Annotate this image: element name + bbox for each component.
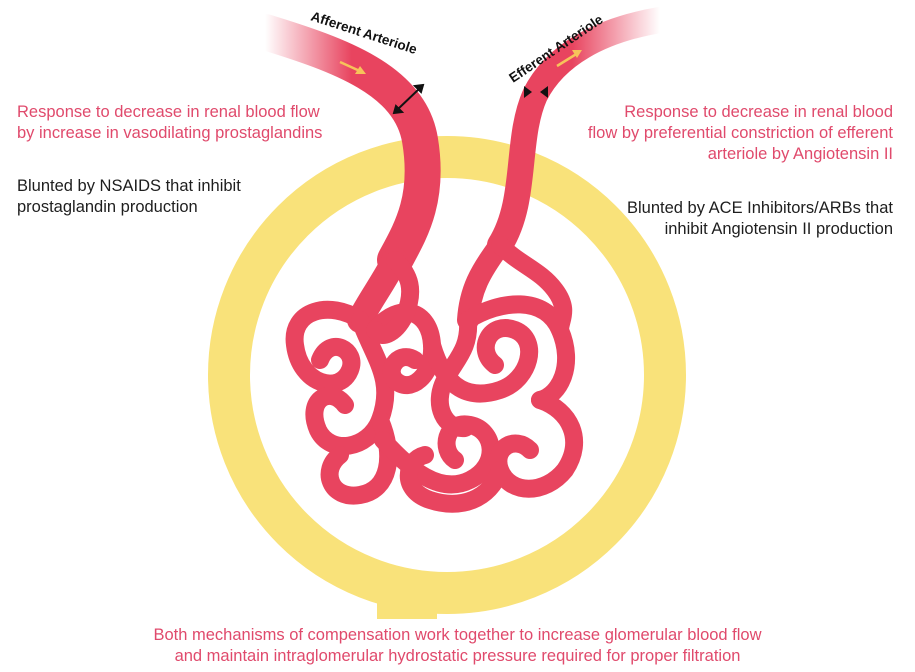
nsaids-note: Blunted by NSAIDS that inhibit prostagla… bbox=[17, 176, 241, 218]
efferent-response-line: Response to decrease in renal blood bbox=[588, 102, 893, 123]
ace-inhibitor-note: Blunted by ACE Inhibitors/ARBs that inhi… bbox=[627, 198, 893, 240]
summary-line: Both mechanisms of compensation work tog… bbox=[0, 625, 915, 646]
summary-note: Both mechanisms of compensation work tog… bbox=[0, 625, 915, 667]
efferent-response-line: flow by preferential constriction of eff… bbox=[588, 123, 893, 144]
afferent-response-line: by increase in vasodilating prostaglandi… bbox=[17, 123, 322, 144]
ace-line: Blunted by ACE Inhibitors/ARBs that bbox=[627, 198, 893, 219]
afferent-response-note: Response to decrease in renal blood flow… bbox=[17, 102, 322, 144]
nsaids-line: Blunted by NSAIDS that inhibit bbox=[17, 176, 241, 197]
afferent-response-line: Response to decrease in renal blood flow bbox=[17, 102, 322, 123]
nsaids-line: prostaglandin production bbox=[17, 197, 241, 218]
summary-line: and maintain intraglomerular hydrostatic… bbox=[0, 646, 915, 667]
ace-line: inhibit Angiotensin II production bbox=[627, 219, 893, 240]
capillary-tuft bbox=[295, 245, 575, 504]
efferent-response-note: Response to decrease in renal blood flow… bbox=[588, 102, 893, 165]
efferent-response-line: arteriole by Angiotensin II bbox=[588, 144, 893, 165]
